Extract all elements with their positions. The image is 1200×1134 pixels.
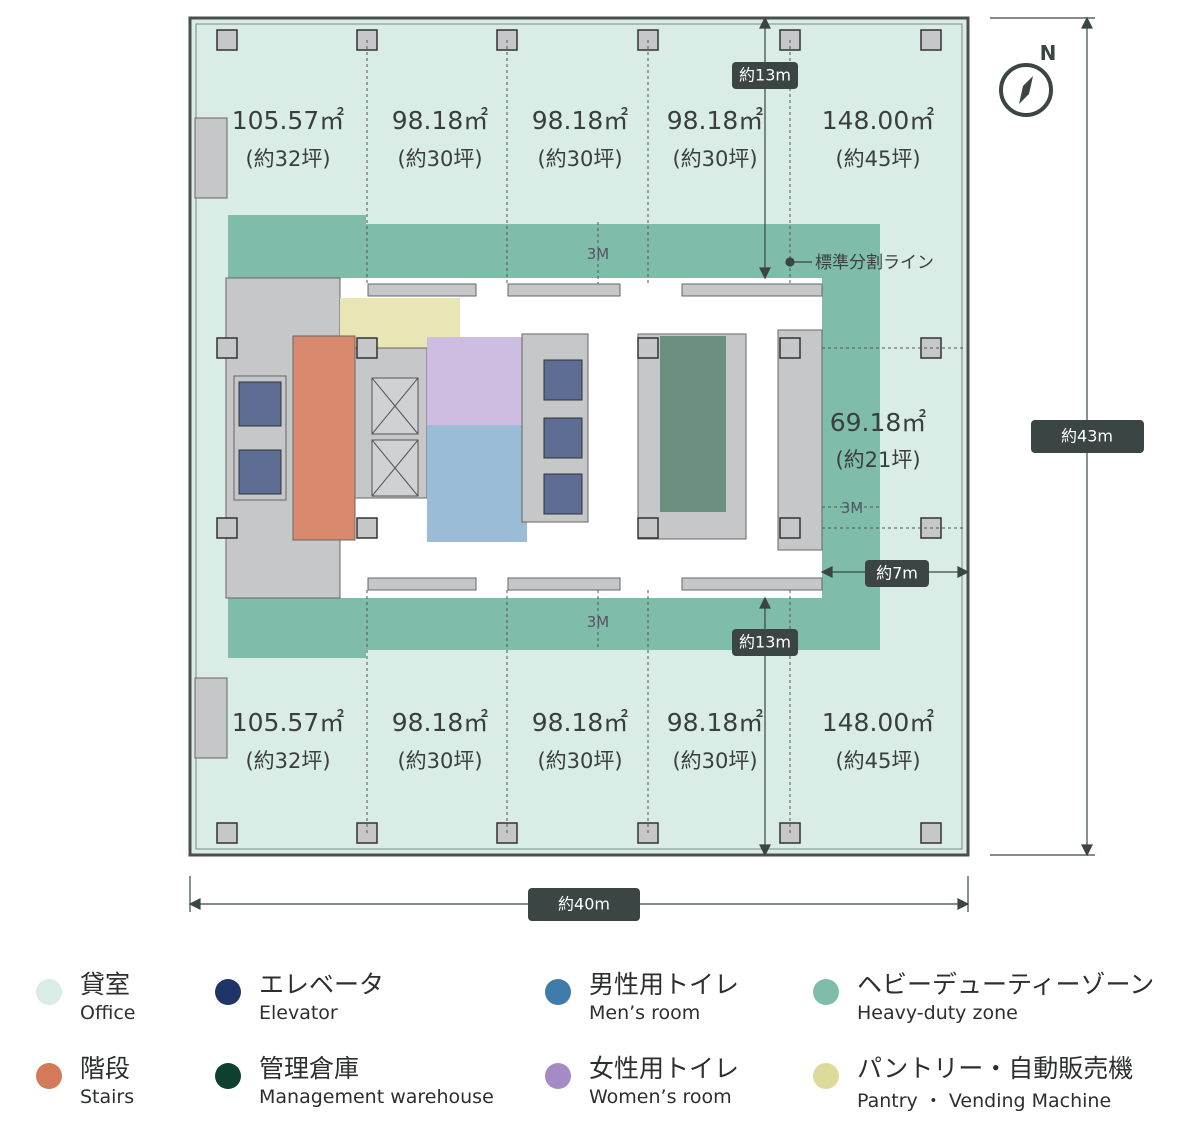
legend-swatch (215, 1063, 241, 1089)
legend-label-en: Stairs (80, 1086, 135, 1108)
zone-top-label: 3M (587, 245, 610, 263)
office-area: 98.18㎡ (667, 106, 764, 135)
warehouse-area (660, 336, 726, 512)
legend-label-jp: 貸室 (80, 970, 131, 999)
column (779, 517, 801, 539)
office-area: 98.18㎡ (532, 708, 629, 737)
legend-swatch (813, 1063, 839, 1089)
zone-bottom-label: 3M (587, 613, 610, 631)
width-label: 約40m (558, 895, 610, 914)
column (216, 337, 238, 359)
legend-label-jp: 管理倉庫 (259, 1054, 360, 1083)
office-tsubo: (約45坪) (835, 147, 920, 171)
office-tsubo: (約30坪) (672, 749, 757, 773)
office-right-tsubo: (約21坪) (835, 448, 920, 472)
legend-swatch (813, 979, 839, 1005)
office-tsubo: (約30坪) (537, 749, 622, 773)
elevators (238, 359, 583, 515)
column (216, 29, 238, 51)
legend-label-en: Heavy-duty zone (857, 1002, 1018, 1024)
legend-label-jp: パントリー・自動販売機 (857, 1054, 1134, 1083)
column (356, 337, 378, 359)
top-depth-label: 約13m (739, 66, 791, 85)
office-tsubo: (約45坪) (835, 749, 920, 773)
office-tsubo: (約30坪) (672, 147, 757, 171)
dimension-labels: 約13m 約13m 約43m 約40m 約7m (528, 62, 1144, 921)
legend-label-en: Management warehouse (259, 1086, 494, 1108)
legend-swatch (215, 979, 241, 1005)
legend-label-en: Women’s room (589, 1086, 732, 1108)
office-tsubo: (約30坪) (397, 749, 482, 773)
compass-icon (999, 63, 1053, 117)
office-tsubo: (約32坪) (245, 147, 330, 171)
division-lines (366, 40, 965, 833)
legend-swatch (545, 1063, 571, 1089)
division-line-label: 標準分割ライン (815, 253, 934, 273)
legend-label-en: Office (80, 1002, 136, 1024)
zone-right-label: 3M (841, 499, 864, 517)
office-tsubo: (約30坪) (397, 147, 482, 171)
office-area: 148.00㎡ (822, 106, 934, 135)
legend-label-jp: ヘビーデューティーゾーン (857, 970, 1155, 999)
height-label: 約43m (1061, 427, 1113, 446)
office-area: 98.18㎡ (392, 106, 489, 135)
legend-swatch (36, 1063, 62, 1089)
office-area: 98.18㎡ (532, 106, 629, 135)
column (779, 337, 801, 359)
column (637, 337, 659, 359)
office-area: 98.18㎡ (392, 708, 489, 737)
office-area: 98.18㎡ (667, 708, 764, 737)
dimension-lines (188, 16, 1095, 912)
legend-swatch (545, 979, 571, 1005)
column (216, 822, 238, 844)
column (637, 517, 659, 539)
column (356, 517, 378, 539)
column (920, 29, 942, 51)
legend-label-en: Men’s room (589, 1002, 701, 1024)
legend-label-en: Pantry ・ Vending Machine (857, 1090, 1112, 1112)
compass-north-label: N (1040, 41, 1057, 65)
office-area: 105.57㎡ (232, 708, 344, 737)
legend-label-en: Elevator (259, 1002, 338, 1024)
legend-label-jp: 階段 (80, 1054, 131, 1083)
office-area: 148.00㎡ (822, 708, 934, 737)
legend-label-jp: 女性用トイレ (589, 1054, 740, 1083)
office-right-area: 69.18㎡ (830, 408, 927, 437)
bottom-depth-label: 約13m (739, 633, 791, 652)
legend-label-jp: 男性用トイレ (589, 970, 740, 999)
legend-label-jp: エレベータ (259, 970, 385, 999)
stairs-area (292, 335, 356, 541)
column (920, 822, 942, 844)
legend-swatch (36, 979, 62, 1005)
column (216, 517, 238, 539)
office-tsubo: (約32坪) (245, 749, 330, 773)
mens-room-area (427, 425, 527, 542)
office-area: 105.57㎡ (232, 106, 344, 135)
right-depth-label: 約7m (876, 564, 918, 583)
office-tsubo: (約30坪) (537, 147, 622, 171)
